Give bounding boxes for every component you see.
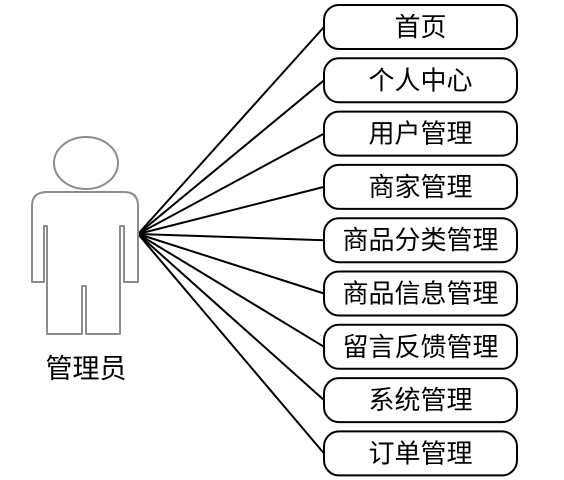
use-case-label: 留言反馈管理: [342, 333, 498, 363]
use-case-box: 商家管理: [323, 163, 518, 210]
connector-line: [137, 233, 325, 295]
use-case-outline: [323, 430, 518, 477]
use-case-box: 系统管理: [323, 377, 518, 424]
use-case-outline: [323, 110, 518, 157]
connector-line: [137, 233, 325, 455]
use-case-outline: [323, 57, 518, 104]
actor-head: [53, 136, 119, 190]
connector-line: [137, 79, 325, 235]
use-case-box: 商品信息管理: [323, 270, 518, 317]
use-case-box: 个人中心: [323, 57, 518, 104]
use-case-label: 商品信息管理: [342, 280, 498, 310]
use-case-box: 用户管理: [323, 110, 518, 157]
use-case-outline: [323, 163, 518, 210]
actor-body: [31, 191, 139, 335]
actor-figure: [31, 136, 139, 335]
use-case-outline: [323, 323, 518, 370]
connector-line: [137, 26, 325, 235]
use-case-outline: [323, 270, 518, 317]
connector-line: [137, 233, 325, 401]
use-case-label: 首页: [394, 13, 446, 43]
use-case-label: 用户管理: [368, 120, 472, 150]
connector-line: [137, 233, 325, 348]
use-case-label: 商品分类管理: [342, 226, 498, 256]
use-case-label: 个人中心: [368, 66, 472, 96]
use-case-label: 商家管理: [368, 173, 472, 203]
use-case-outline: [323, 217, 518, 264]
use-case-label: 系统管理: [368, 386, 472, 416]
use-case-box: 商品分类管理: [323, 217, 518, 264]
use-case-outline: [323, 377, 518, 424]
use-case-label: 订单管理: [368, 439, 472, 469]
use-case-outline: [323, 4, 518, 50]
use-case-box: 首页: [323, 4, 518, 50]
connector-lines: [137, 26, 325, 455]
use-case-box: 留言反馈管理: [323, 323, 518, 370]
actor-label: 管理员: [46, 354, 127, 385]
use-case-box: 订单管理: [323, 430, 518, 477]
connector-line: [137, 233, 325, 242]
connector-line: [137, 132, 325, 235]
connector-line: [137, 185, 325, 235]
